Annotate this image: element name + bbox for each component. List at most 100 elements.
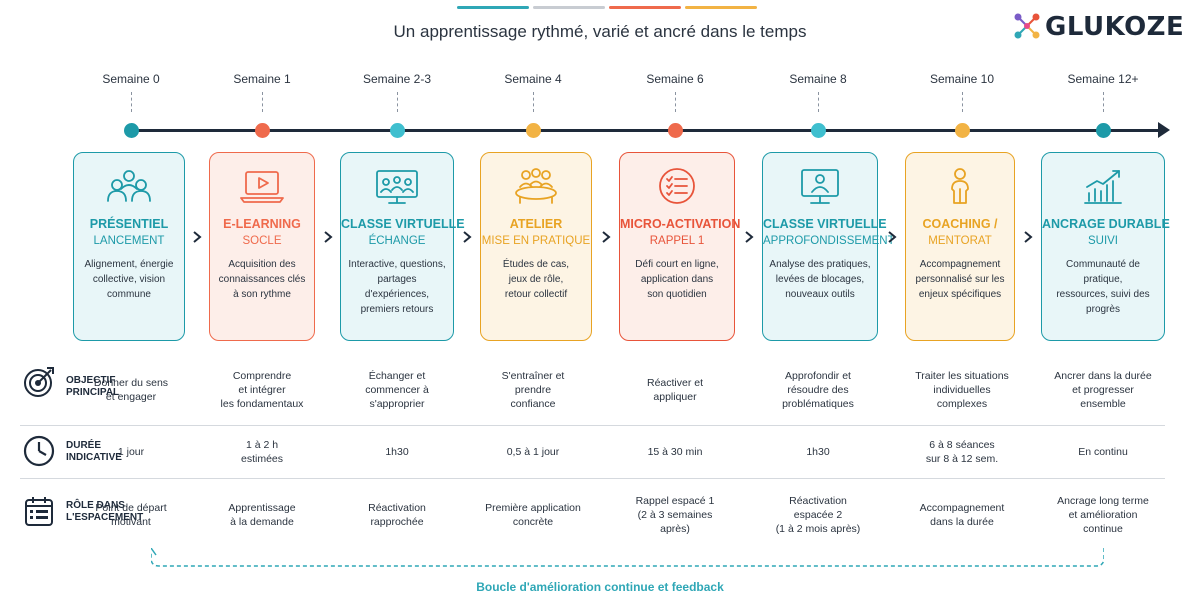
chevron-right-icon [463, 231, 472, 243]
row-cell-line: individuelles [933, 384, 991, 396]
card-title: ATELIER [509, 217, 563, 231]
week-connector [675, 92, 676, 112]
row-cell-line: appliquer [653, 391, 697, 403]
week-label: Semaine 2-3 [362, 72, 432, 86]
week-label: Semaine 1 [233, 72, 291, 86]
week-connector [818, 92, 819, 112]
row-cell-line: 1 à 2 h [245, 439, 279, 451]
row-cell-line: Réactivation [368, 502, 426, 514]
week-connector [533, 92, 534, 112]
card-description-line: Alignement, énergie [84, 259, 174, 270]
card-description-line: collective, vision [92, 274, 166, 285]
timeline-dot [1095, 123, 1111, 138]
row-cell-line: problématiques [782, 398, 854, 410]
card-description-line: Études de cas, [502, 259, 570, 270]
card-title: ANCRAGE DURABLE [1042, 217, 1170, 231]
card-description-line: nouveaux outils [785, 289, 855, 300]
page-title: Un apprentissage rythmé, varié et ancré … [393, 22, 807, 41]
feedback-loop-label: Boucle d'amélioration continue et feedba… [476, 580, 724, 594]
row-cell-line: confiance [510, 398, 556, 410]
monitor-person-icon [801, 169, 839, 204]
row-cell-line: et amélioration [1068, 509, 1138, 521]
chevron-right-icon [323, 231, 333, 243]
row-cell: 1h30 [756, 445, 880, 459]
row-cell-line: 0,5 à 1 jour [506, 446, 560, 458]
row-cell-line: 1 jour [117, 446, 145, 458]
row-cell-line: Ancrer dans la durée [1054, 370, 1152, 382]
week-label: Semaine 6 [646, 72, 704, 86]
card-title: COACHING / [922, 217, 998, 231]
row-cell-line: Accompagnement [919, 502, 1005, 514]
clock-icon [23, 435, 55, 467]
row-cell-line: prendre [514, 384, 552, 396]
week-label: Semaine 4 [504, 72, 562, 86]
row-cell-line: après) [660, 523, 690, 535]
row-cell-line: commencer à [365, 384, 429, 396]
row-cell-line: Apprentissage [228, 502, 296, 514]
laptop-play-icon [240, 171, 284, 203]
card-description: Interactive, questions,partages d'expéri… [341, 257, 453, 317]
row-cell: 15 à 30 min [613, 445, 737, 459]
top-accent-bar-4 [685, 6, 757, 9]
growth-chart-icon [1084, 170, 1122, 204]
row-cell-line: rapprochée [370, 516, 424, 528]
week-connector [262, 92, 263, 112]
logo-text: GLUKOZE [1045, 12, 1185, 42]
timeline-arrow-icon [1158, 122, 1170, 138]
card-subtitle: ÉCHANGE [368, 235, 426, 247]
card-description-line: Défi court en ligne, [635, 259, 719, 270]
workshop-table-icon [515, 168, 557, 204]
chevron-right-icon [601, 231, 611, 243]
week-connector [962, 92, 963, 112]
chevron-right-icon [744, 231, 754, 243]
row-cell-line: 15 à 30 min [647, 446, 703, 458]
row-label-line: PRINCIPAL [66, 387, 120, 398]
row-cell-line: complexes [936, 398, 988, 410]
card-title: PRÉSENTIEL [89, 217, 169, 231]
row-cell-line: et engager [105, 391, 157, 403]
card-description-line: Communauté de pratique, [1066, 259, 1140, 285]
card-description-line: retour collectif [504, 289, 568, 300]
row-cell: 1 jour [69, 445, 193, 459]
row-cell-line: Rappel espacé 1 [635, 495, 715, 507]
timeline-dot [954, 123, 970, 138]
card-title: CLASSE VIRTUELLE [763, 217, 887, 231]
card-description-line: jeux de rôle, [508, 274, 564, 285]
row-label-line: DURÉE [66, 440, 102, 451]
card-description-line: premiers retours [360, 304, 434, 315]
row-cell-line: résoudre des [787, 384, 849, 396]
card-title: E-LEARNING [223, 217, 301, 231]
top-accent-bar-3 [609, 6, 681, 9]
card-description-line: levées de blocages, [775, 274, 865, 285]
molecule-logo-icon [1014, 13, 1040, 39]
row-cell-line: s'approprier [369, 398, 425, 410]
row-cell-line: sur 8 à 12 sem. [925, 453, 999, 465]
week-connector [397, 92, 398, 112]
row-cell-line: Point de départ [95, 502, 167, 514]
row-label-line: INDICATIVE [66, 452, 122, 463]
timeline-dot [667, 123, 683, 138]
card-description-line: Acquisition des [228, 259, 296, 270]
card-subtitle: SOCLE [242, 235, 282, 247]
row-cell: 0,5 à 1 jour [471, 445, 595, 459]
week-label: Semaine 8 [789, 72, 847, 86]
chevron-right-icon [193, 231, 202, 243]
